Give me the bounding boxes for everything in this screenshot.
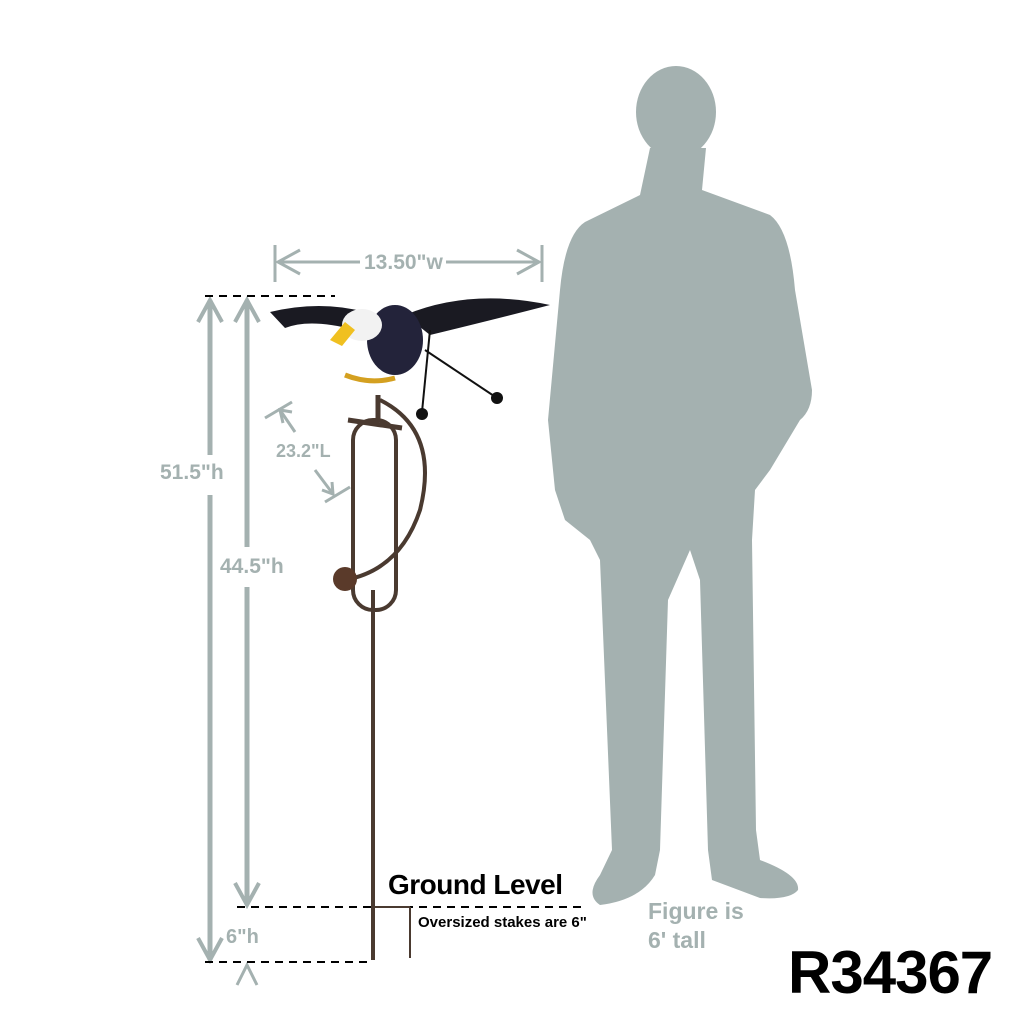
height-dimensions bbox=[196, 295, 261, 986]
length-dimension bbox=[264, 400, 351, 504]
figure-note-line2: 6' tall bbox=[648, 927, 706, 953]
width-label: 13.50"w bbox=[362, 251, 445, 275]
spinner-stake bbox=[333, 395, 427, 960]
stake-depth-label: 6"h bbox=[226, 926, 259, 948]
above-ground-height-label: 44.5"h bbox=[218, 555, 286, 579]
figure-note-line1: Figure is bbox=[648, 898, 744, 924]
reference-lines bbox=[205, 295, 585, 963]
length-label: 23.2"L bbox=[276, 441, 331, 461]
eagle-figure bbox=[270, 298, 550, 420]
person-silhouette bbox=[548, 66, 812, 905]
width-dimension bbox=[273, 245, 544, 282]
overall-height-label: 51.5"h bbox=[158, 461, 226, 485]
ground-level-label: Ground Level bbox=[388, 869, 563, 900]
product-code: R34367 bbox=[788, 939, 993, 1006]
stake-note: Oversized stakes are 6" bbox=[418, 914, 587, 931]
